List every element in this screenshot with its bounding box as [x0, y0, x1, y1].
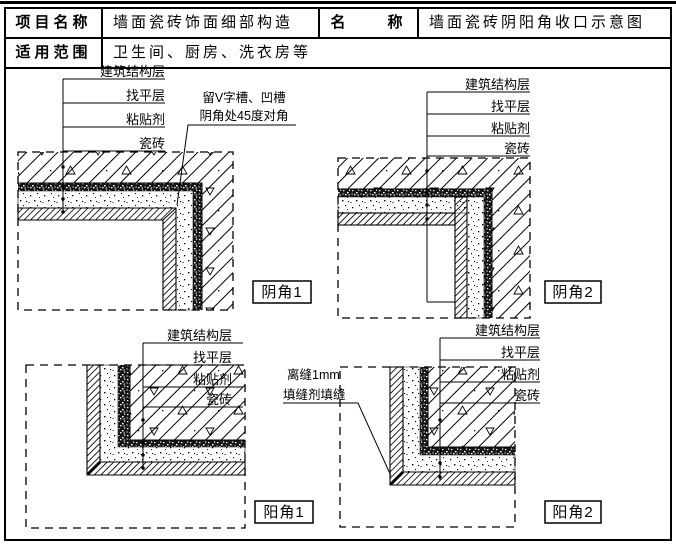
name-value: 墙面瓷砖阴阳角收口示意图: [429, 14, 646, 31]
scope-value: 卫生间、厨房、洗衣房等: [113, 44, 312, 61]
project-name-value: 墙面瓷砖饰面细部构造: [103, 9, 320, 37]
header-table: 项目名称 墙面瓷砖饰面细部构造 名 称 墙面瓷砖阴阳角收口示意图 适用范围 卫生…: [6, 9, 670, 69]
scope-label: 适用范围: [6, 39, 103, 67]
content-frame: 项目名称 墙面瓷砖饰面细部构造 名 称 墙面瓷砖阴阳角收口示意图 适用范围 卫生…: [4, 7, 672, 541]
name-label: 名 称: [320, 9, 419, 37]
project-name-label: 项目名称: [6, 9, 103, 37]
top-border-line: [0, 1, 676, 4]
table-row-2: 适用范围 卫生间、厨房、洗衣房等: [6, 39, 670, 69]
table-row-1: 项目名称 墙面瓷砖饰面细部构造 名 称 墙面瓷砖阴阳角收口示意图: [6, 9, 670, 39]
